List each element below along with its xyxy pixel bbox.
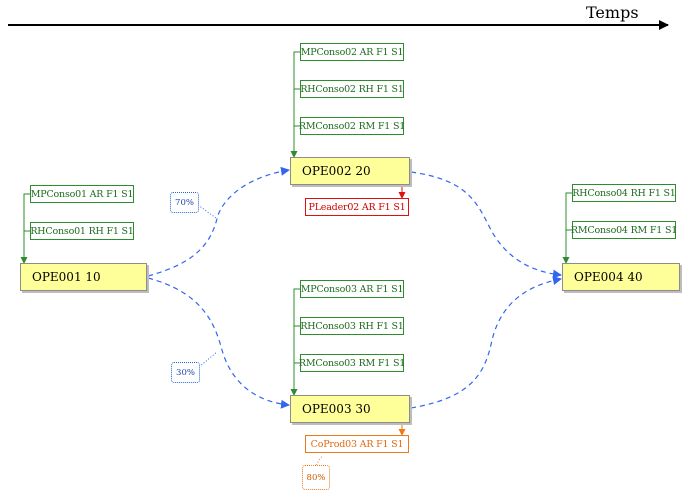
resource-rhconso03[interactable]: RHConso03 RH F1 S1 <box>300 317 404 335</box>
pct-70-connector <box>197 204 217 219</box>
operation-ope003[interactable]: OPE003 30 <box>290 395 410 423</box>
resource-rmconso04[interactable]: RMConso04 RM F1 S1 <box>571 221 677 239</box>
resource-rmconso02[interactable]: RMConso02 RM F1 S1 <box>299 117 405 135</box>
resource-coprod03[interactable]: CoProd03 AR F1 S1 <box>305 435 409 453</box>
operation-ope002[interactable]: OPE002 20 <box>290 157 410 185</box>
resource-rhconso02[interactable]: RHConso02 RH F1 S1 <box>300 80 404 98</box>
ope001-consumption-bracket <box>20 193 30 264</box>
time-axis-label: Temps <box>586 3 639 22</box>
resource-rhconso04[interactable]: RHConso04 RH F1 S1 <box>572 184 676 202</box>
ope003-consumption-bracket <box>290 288 300 396</box>
resource-rhconso01[interactable]: RHConso01 RH F1 S1 <box>30 222 134 240</box>
resource-rmconso03[interactable]: RMConso03 RM F1 S1 <box>299 354 405 372</box>
pct-80-connector <box>315 455 323 466</box>
flow-ope001-ope002 <box>147 166 290 277</box>
flow-ope003-ope004 <box>410 276 562 409</box>
operation-ope004[interactable]: OPE004 40 <box>562 263 680 291</box>
flow-ope002-ope004 <box>410 171 562 279</box>
resource-mpconso03[interactable]: MPConso03 AR F1 S1 <box>300 280 404 298</box>
resource-pleader02[interactable]: PLeader02 AR F1 S1 <box>305 198 409 216</box>
percentage-70: 70% <box>170 192 199 213</box>
percentage-30: 30% <box>171 362 200 383</box>
flow-ope001-ope003 <box>147 277 290 409</box>
pct-30-connector <box>198 351 218 368</box>
operation-ope001[interactable]: OPE001 10 <box>20 263 147 291</box>
resource-mpconso01[interactable]: MPConso01 AR F1 S1 <box>30 185 134 203</box>
ope004-consumption-bracket <box>562 192 572 264</box>
resource-mpconso02[interactable]: MPConso02 AR F1 S1 <box>300 43 404 61</box>
percentage-80: 80% <box>302 465 330 490</box>
ope002-consumption-bracket <box>290 51 300 158</box>
